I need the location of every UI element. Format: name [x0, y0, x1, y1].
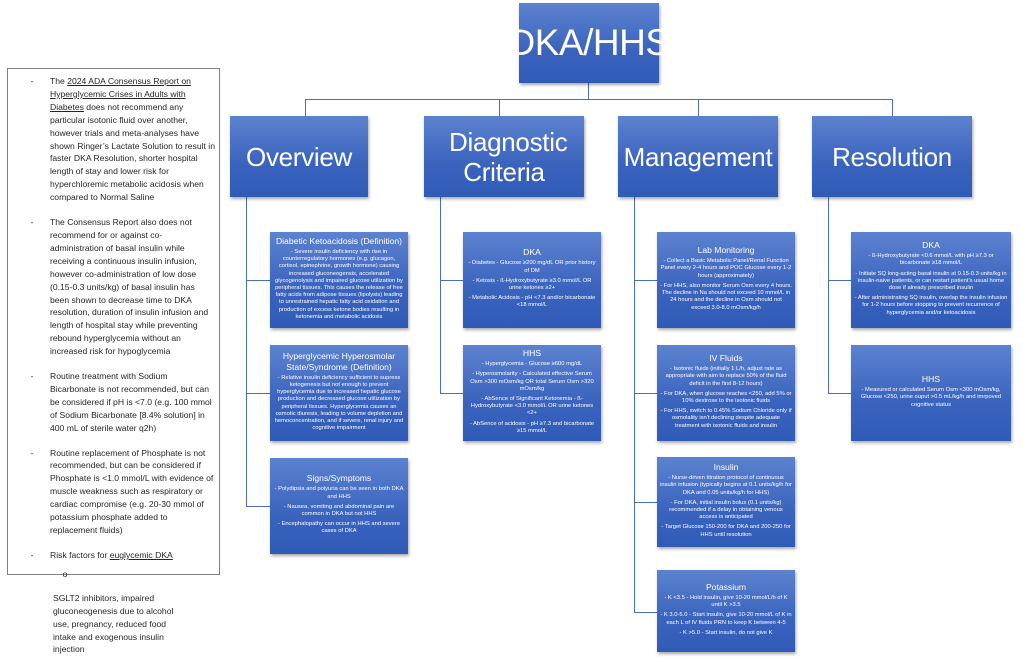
connector-line	[246, 393, 270, 394]
note-item: - The Consensus Report also does not rec…	[14, 216, 215, 358]
connector-line	[828, 393, 851, 394]
node-iv-fluids: IV Fluids - Isotonic fluids (initially 1…	[657, 345, 795, 441]
category-resolution: Resolution	[812, 116, 972, 197]
node-lab-monitoring: Lab Monitoring - Collect a Basic Metabol…	[657, 232, 795, 328]
node-line: - Severe insulin deficiency with rise in…	[275, 248, 403, 320]
node-potassium: Potassium - K <3.5 - Hold insulin, give …	[657, 570, 795, 652]
consensus-report-link[interactable]: 2024 ADA Consensus Report on Hyperglycem…	[50, 76, 191, 112]
connector-line	[634, 393, 657, 394]
dash-bullet: -	[30, 371, 34, 382]
connector-line	[588, 83, 589, 99]
node-title: Diabetic Ketoacidosis (Definition)	[275, 235, 403, 246]
node-line: - ß-Hydroxybutyrate <0.6 mmol/L with pH …	[868, 253, 994, 267]
notes-panel: - The 2024 ADA Consensus Report on Hyper…	[7, 68, 220, 654]
note-item: - Routine replacement of Phosphate is no…	[14, 447, 215, 537]
connector-line	[634, 502, 657, 503]
note-text: The Consensus Report also does not recom…	[50, 217, 209, 357]
node-title: IV Fluids	[709, 353, 743, 364]
category-overview: Overview	[230, 116, 368, 197]
connector-line	[892, 99, 893, 116]
category-label: Diagnostic Criteria	[449, 126, 568, 187]
connector-line	[305, 99, 306, 116]
category-diagnostic-criteria: Diagnostic Criteria	[424, 116, 584, 197]
node-insulin: Insulin - Nurse-driven titration protoco…	[657, 457, 795, 547]
node-line: - Encephalopathy can occur in HHS and se…	[277, 521, 401, 535]
node-line: - Measured or calculated Serum Osm <300 …	[860, 387, 1002, 408]
node-hhs-criteria: HHS - Hyperglycemia - Glucose ≥600 mg/dL…	[463, 345, 601, 441]
node-title: Lab Monitoring	[697, 245, 755, 256]
node-line: - For DKA, when glucose reaches <250, ad…	[660, 390, 792, 404]
connector-line	[499, 99, 500, 116]
note-text: does not recommend any particular isoton…	[50, 101, 215, 203]
connector-line	[246, 280, 270, 281]
node-line: - Isotonic fluids (initially 1 L/h, adju…	[665, 366, 787, 387]
node-line: - For HHS, switch to 0.45% Sodium Chlori…	[660, 408, 792, 429]
node-title: HHS	[522, 348, 542, 359]
node-line: - For HHS, also monitor Serum Osm every …	[660, 282, 792, 311]
node-line: - Relative insulin deficiency sufficient…	[274, 374, 404, 432]
node-title: DKA	[922, 240, 940, 251]
circle-bullet: o	[62, 568, 68, 579]
note-text: Risk factors for	[50, 549, 110, 560]
node-line: - Hyperglycemia - Glucose ≥600 mg/dL	[481, 361, 583, 368]
euglycemic-dka-link[interactable]: euglycemic DKA	[109, 549, 173, 560]
node-line: - Nausea, vomiting and abdominal pain ar…	[283, 503, 395, 517]
node-line: - Collect a Basic Metabolic Panel/Renal …	[660, 258, 792, 279]
node-line: - Initiate SQ long-acting basal insulin …	[855, 270, 1007, 291]
note-item: - The 2024 ADA Consensus Report on Hyper…	[14, 75, 215, 204]
dash-bullet: -	[30, 217, 34, 228]
connector-line	[634, 197, 635, 612]
node-hhs-resolution: HHS - Measured or calculated Serum Osm <…	[851, 345, 1011, 441]
dash-bullet: -	[30, 76, 34, 86]
node-line: - Ketosis - ß-Hydroxybutyrate ≥3.0 mmol/…	[472, 277, 592, 291]
connector-line	[440, 393, 463, 394]
node-dka-criteria: DKA - Diabetes - Glucose ≥200 mg/dL OR p…	[463, 232, 601, 328]
connector-line	[440, 197, 441, 393]
node-title: Potassium	[705, 581, 747, 592]
connector-line	[634, 280, 657, 281]
category-management: Management	[618, 116, 778, 197]
node-title: Insulin	[713, 462, 739, 473]
connector-line	[305, 99, 893, 100]
node-line: - AbSence of Significant Ketonemia - ß-H…	[470, 395, 594, 417]
note-text: The	[50, 76, 68, 86]
connector-line	[828, 197, 829, 393]
node-title: Hyperglycemic Hyperosmolar State/Syndrom…	[282, 350, 396, 372]
node-line: - AbSence of acidosis - pH ≥7.3 and bica…	[469, 420, 595, 434]
node-title: HHS	[921, 374, 941, 385]
dash-bullet: -	[30, 549, 34, 560]
node-line: - Polydipsia and polyuria can be seen in…	[274, 486, 404, 500]
node-signs-symptoms: Signs/Symptoms - Polydipsia and polyuria…	[270, 458, 408, 554]
node-line: - Metabolic Acidosis - pH <7.3 and/or bi…	[468, 295, 596, 309]
node-title: Signs/Symptoms	[306, 473, 372, 484]
node-line: - Diabetes - Glucose ≥200 mg/dL OR prior…	[468, 260, 596, 274]
node-hhs-definition: Hyperglycemic Hyperosmolar State/Syndrom…	[270, 345, 408, 441]
node-line: - For DKA, initial insulin bolus (0.1 un…	[669, 499, 783, 521]
node-line: - K <3.5 - Hold insulin, give 10-20 mmol…	[664, 594, 788, 609]
note-subitem: o SGLT2 inhibitors, impaired gluconeogen…	[50, 562, 194, 662]
connector-line	[634, 612, 657, 613]
note-text: Routine replacement of Phosphate is not …	[50, 447, 214, 535]
node-line: - Target Glucose 150-200 for DKA and 200…	[661, 524, 791, 538]
connector-line	[828, 280, 851, 281]
connector-line	[440, 280, 463, 281]
note-item: - Routine treatment with Sodium Bicarbon…	[14, 370, 215, 435]
node-line: - After administrating SQ insulin, overl…	[854, 295, 1008, 316]
note-text: Routine treatment with Sodium Bicarbonat…	[50, 371, 212, 433]
root-node: DKA/HHS	[509, 3, 670, 83]
note-subtext: SGLT2 inhibitors, impaired gluconeogenes…	[53, 592, 174, 655]
node-line: - K 3.0-5.0 - Start insulin, give 10-20 …	[660, 612, 792, 626]
node-dka-resolution: DKA - ß-Hydroxybutyrate <0.6 mmol/L with…	[851, 232, 1011, 328]
node-line: - Hyperosmolarity - Calculated effective…	[470, 371, 594, 392]
node-dka-definition: Diabetic Ketoacidosis (Definition) - Sev…	[270, 232, 408, 328]
dash-bullet: -	[30, 447, 34, 458]
node-line: - Nurse-driven titration protocol of con…	[660, 475, 792, 496]
note-item: - Risk factors for euglycemic DKA o SGLT…	[14, 549, 215, 662]
connector-line	[246, 506, 270, 507]
node-line: - K >5.0 - Start insulin, do not give K	[679, 629, 773, 636]
node-title: DKA	[523, 247, 541, 258]
connector-line	[246, 197, 247, 506]
connector-line	[698, 99, 699, 116]
